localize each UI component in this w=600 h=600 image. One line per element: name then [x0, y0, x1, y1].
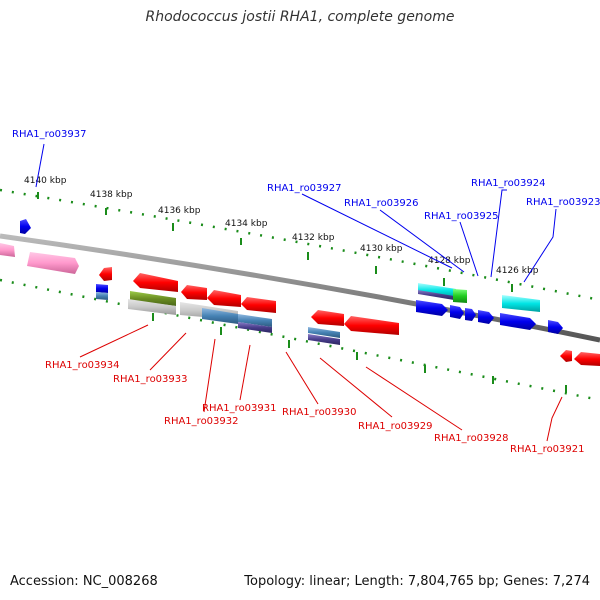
gene-block[interactable]: [502, 295, 540, 312]
reverse-leader-lines: [79, 324, 563, 442]
tick-label: 4130 kbp: [360, 244, 403, 254]
gene-block[interactable]: [130, 291, 176, 306]
gene-block[interactable]: [238, 314, 272, 327]
gene-block[interactable]: [0, 243, 15, 257]
gene-block[interactable]: [418, 290, 454, 300]
reverse-strand-genes: [96, 267, 600, 366]
tick-label: 4136 kbp: [158, 206, 201, 216]
forward-leader-lines: [35, 143, 557, 283]
gene-label[interactable]: RHA1_ro03930: [282, 407, 357, 418]
gene-label[interactable]: RHA1_ro03928: [434, 433, 509, 444]
map-title: Rhodococcus jostii RHA1, complete genome: [145, 9, 455, 25]
gene-label[interactable]: RHA1_ro03921: [510, 444, 585, 455]
gene-label[interactable]: RHA1_ro03934: [45, 360, 120, 371]
gene-label[interactable]: RHA1_ro03927: [267, 183, 342, 194]
gene-block[interactable]: [416, 300, 448, 316]
tick-label: 4140 kbp: [24, 176, 67, 186]
gene-block[interactable]: [311, 310, 344, 326]
gene-block[interactable]: [207, 290, 241, 307]
gene-block[interactable]: [133, 273, 178, 292]
gene-block[interactable]: [453, 289, 467, 303]
gene-label[interactable]: RHA1_ro03937: [12, 129, 87, 140]
tick-label: 4134 kbp: [225, 219, 268, 229]
forward-strand-genes: [0, 219, 563, 334]
gene-block[interactable]: [478, 310, 494, 324]
gene-block[interactable]: [27, 252, 79, 274]
ruler-major-ticks: [37, 192, 513, 292]
gene-block[interactable]: [308, 334, 340, 345]
gene-block[interactable]: [96, 284, 108, 293]
gene-label[interactable]: RHA1_ro03929: [358, 421, 433, 432]
gene-label[interactable]: RHA1_ro03924: [471, 178, 546, 189]
gene-block[interactable]: [574, 352, 600, 366]
ruler-major-ticks-lower: [152, 313, 567, 393]
gene-label[interactable]: RHA1_ro03933: [113, 374, 188, 385]
tick-label: 4138 kbp: [90, 190, 133, 200]
topology-text: Topology: linear; Length: 7,804,765 bp; …: [244, 574, 590, 589]
gene-block[interactable]: [96, 292, 108, 300]
gene-label[interactable]: RHA1_ro03931: [202, 403, 277, 414]
gene-block[interactable]: [344, 316, 399, 335]
gene-block[interactable]: [238, 322, 272, 333]
gene-block[interactable]: [128, 299, 176, 315]
gene-block[interactable]: [450, 305, 464, 319]
gene-block[interactable]: [548, 320, 563, 334]
gene-label[interactable]: RHA1_ro03925: [424, 211, 499, 222]
reverse-gene-labels: RHA1_ro03934 RHA1_ro03933 RHA1_ro03932 R…: [45, 360, 585, 455]
gene-block[interactable]: [99, 267, 112, 281]
accession-text: Accession: NC_008268: [10, 574, 158, 589]
ruler-track-upper: [0, 188, 600, 302]
gene-label[interactable]: RHA1_ro03932: [164, 416, 239, 427]
tick-label: 4126 kbp: [496, 266, 539, 276]
ruler-track-lower: [0, 278, 600, 402]
gene-block[interactable]: [241, 297, 276, 313]
gene-block[interactable]: [560, 350, 572, 362]
gene-block[interactable]: [465, 308, 476, 321]
forward-gene-labels: RHA1_ro03937 RHA1_ro03927 RHA1_ro03926 R…: [12, 129, 600, 222]
gene-block[interactable]: [202, 308, 238, 324]
tick-label: 4132 kbp: [292, 233, 335, 243]
gene-block[interactable]: [418, 283, 456, 298]
gene-label[interactable]: RHA1_ro03923: [526, 197, 600, 208]
gene-block[interactable]: [500, 313, 536, 330]
gene-block[interactable]: [181, 285, 207, 300]
gene-label[interactable]: RHA1_ro03926: [344, 198, 419, 209]
gene-block[interactable]: [308, 327, 340, 338]
gene-block[interactable]: [20, 219, 31, 234]
